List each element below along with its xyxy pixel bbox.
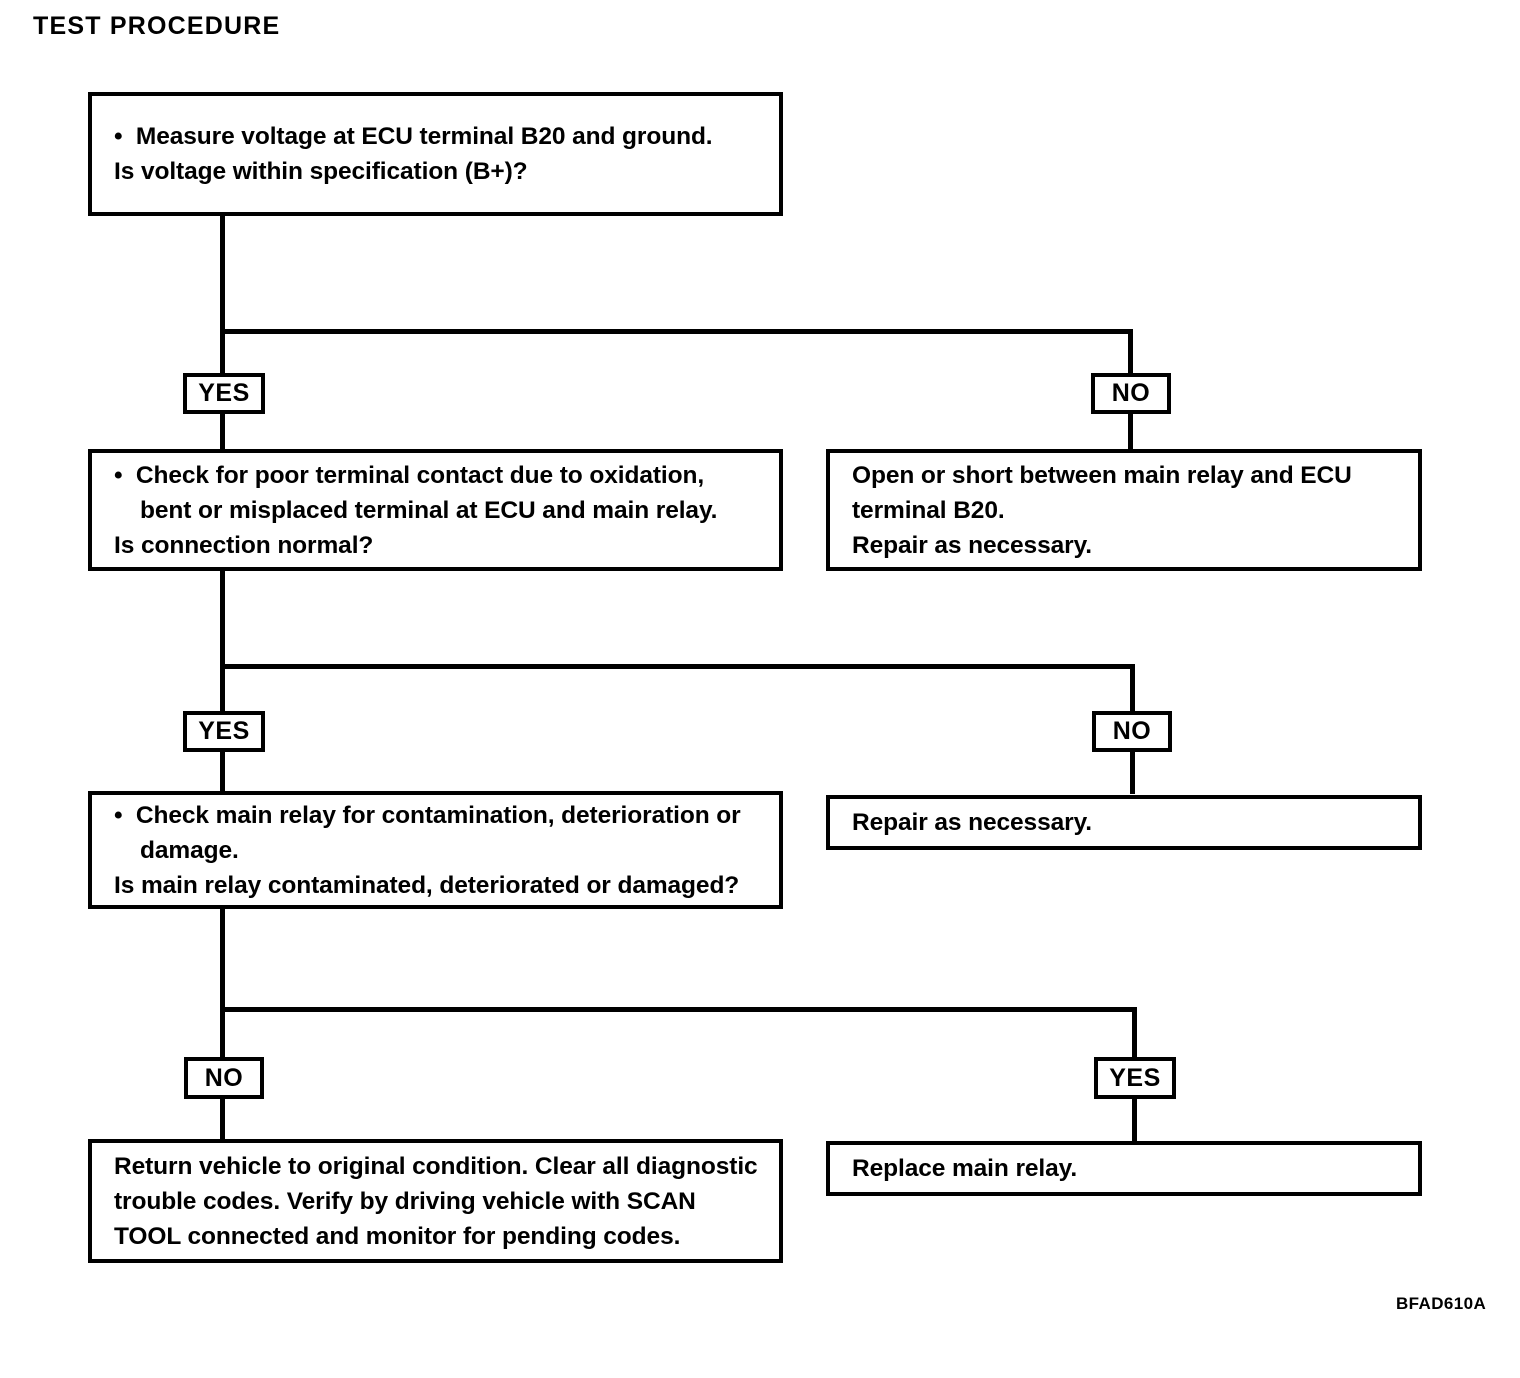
step-2-alt-line-1: Open or short between main relay and ECU (852, 461, 1352, 489)
step-1-line-1: • Measure voltage at ECU terminal B20 an… (114, 123, 713, 150)
step-2-line-2: bent or misplaced terminal at ECU and ma… (140, 496, 718, 524)
connector-line-row3-yes-to-step4alt (1132, 1098, 1137, 1142)
connector-line-row1-yes-drop (220, 329, 225, 375)
connector-label-row2-yes: YES (183, 711, 265, 752)
connector-line-row1-yes-to-step2 (220, 413, 225, 451)
connector-line-row2-yes-to-step3 (220, 751, 225, 794)
step-2-alt-line-2: terminal B20. (852, 496, 1005, 524)
step-2-alt-action-box: Open or short between main relay and ECU… (826, 449, 1422, 571)
step-3-line-1: • Check main relay for contamination, de… (114, 801, 741, 829)
step-4-line-1: Return vehicle to original condition. Cl… (114, 1152, 758, 1180)
step-2-line-1: • Check for poor terminal contact due to… (114, 461, 705, 489)
step-2-alt-line-3: Repair as necessary. (852, 531, 1092, 559)
connector-label-row3-no: NO (184, 1057, 264, 1099)
connector-line-row1-no-to-step2alt (1128, 413, 1133, 451)
connector-line-row3-yes-drop (1132, 1007, 1137, 1058)
connector-line-row3-branch (220, 1007, 1137, 1012)
figure-code-label: BFAD610A (1396, 1294, 1487, 1313)
step-4-line-2: trouble codes. Verify by driving vehicle… (114, 1187, 696, 1215)
step-2-line-3: Is connection normal? (114, 531, 374, 559)
step-4-line-3: TOOL connected and monitor for pending c… (114, 1222, 681, 1250)
step-1-line-2: Is voltage within specification (B+)? (114, 158, 528, 185)
step-3-alt-action-box: Repair as necessary. (826, 795, 1422, 850)
connector-line-row3-no-to-step4 (220, 1098, 225, 1142)
connector-label-row2-no: NO (1092, 711, 1172, 752)
connector-label-row1-yes: YES (183, 373, 265, 414)
step-3-line-2: damage. (140, 836, 239, 864)
step-4-action-box: Return vehicle to original condition. Cl… (88, 1139, 783, 1263)
connector-label-row3-yes: YES (1094, 1057, 1176, 1099)
step-3-decision-box: • Check main relay for contamination, de… (88, 791, 783, 909)
connector-line-step3-stem (220, 909, 225, 1009)
connector-line-row2-no-to-step3alt (1130, 751, 1135, 794)
connector-line-row2-branch (220, 664, 1135, 669)
step-4-alt-action-box: Replace main relay. (826, 1141, 1422, 1196)
connector-label-row1-no: NO (1091, 373, 1171, 414)
connector-line-row3-no-drop (220, 1007, 225, 1058)
page-title: TEST PROCEDURE (33, 12, 281, 40)
connector-line-step2-stem (220, 571, 225, 669)
connector-line-row2-yes-drop (220, 664, 225, 712)
connector-line-step1-stem (220, 216, 225, 334)
step-3-alt-line-1: Repair as necessary. (852, 809, 1092, 836)
connector-line-row1-branch (220, 329, 1133, 334)
step-1-decision-box: • Measure voltage at ECU terminal B20 an… (88, 92, 783, 216)
step-2-decision-box: • Check for poor terminal contact due to… (88, 449, 783, 571)
connector-line-row1-no-drop (1128, 329, 1133, 375)
step-4-alt-line-1: Replace main relay. (852, 1155, 1078, 1182)
connector-line-row2-no-drop (1130, 664, 1135, 712)
step-3-line-3: Is main relay contaminated, deteriorated… (114, 871, 740, 899)
